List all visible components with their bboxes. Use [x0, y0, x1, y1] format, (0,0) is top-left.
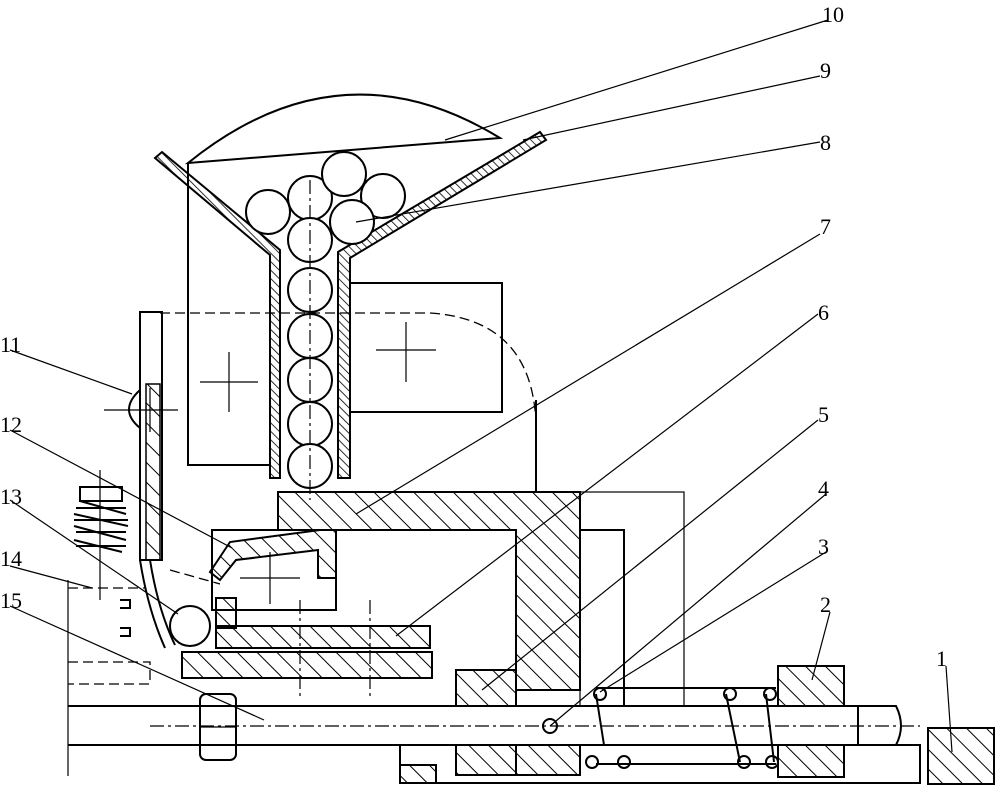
- callout-3: 3: [818, 534, 829, 559]
- callout-5: 5: [818, 402, 829, 427]
- callout-10: 10: [822, 2, 844, 27]
- left-plate: [104, 311, 178, 561]
- callout-2: 2: [820, 592, 831, 617]
- callout-4: 4: [818, 476, 829, 501]
- hopper-cover: [184, 93, 504, 165]
- lower-slide: [169, 597, 433, 700]
- balls: [245, 151, 406, 500]
- spring-3: [585, 687, 779, 769]
- callout-7: 7: [820, 214, 831, 239]
- leader-lines: [9, 19, 953, 753]
- nut-2: [777, 665, 845, 778]
- left-housing: [67, 569, 221, 776]
- spring-13: [73, 470, 129, 600]
- callout-13: 13: [0, 484, 22, 509]
- callout-labels: 10 9 8 7 6 5 4 3 2 1 11 12 13 14 15: [0, 2, 947, 671]
- block-1: [927, 727, 995, 785]
- callout-1: 1: [936, 646, 947, 671]
- callout-12: 12: [0, 412, 22, 437]
- right-frame: [579, 491, 685, 707]
- callout-11: 11: [0, 332, 21, 357]
- pusher: [208, 529, 337, 611]
- callout-8: 8: [820, 130, 831, 155]
- funnel-walls: [153, 130, 548, 479]
- callout-15: 15: [0, 588, 22, 613]
- callout-9: 9: [820, 58, 831, 83]
- curved-guide: [139, 559, 176, 649]
- side-frame: [160, 163, 537, 492]
- callout-14: 14: [0, 546, 22, 571]
- base-blocks: [399, 669, 921, 784]
- callout-6: 6: [818, 300, 829, 325]
